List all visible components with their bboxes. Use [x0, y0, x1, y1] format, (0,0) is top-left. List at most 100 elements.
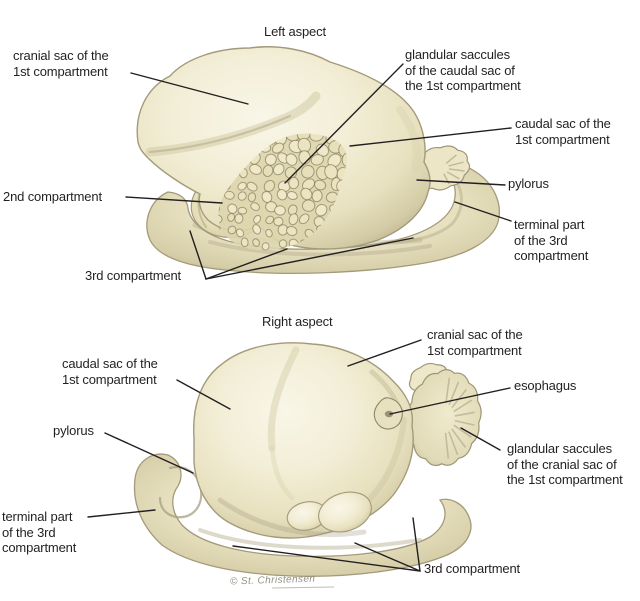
saccule-pebble — [314, 179, 327, 191]
figure-title-left-aspect: Left aspect — [264, 24, 326, 39]
right-aspect-illustration — [133, 342, 482, 577]
leader-line — [104, 432, 194, 474]
rosette-pleat — [454, 411, 475, 417]
label-glandular-saccules-left: glandular saccules of the caudal sac of … — [405, 47, 521, 93]
label-glandular-saccules-right: glandular saccules of the cranial sac of… — [507, 441, 623, 487]
rosette-pleat — [453, 424, 472, 438]
saccule-pebble — [271, 142, 285, 154]
saccule-pebble — [272, 163, 285, 176]
leader-line — [389, 387, 511, 415]
saccule-pebble — [284, 166, 298, 179]
label-third-compartment-right: 3rd compartment — [424, 561, 521, 576]
saccule-pebble — [235, 228, 245, 238]
saccule-pebble — [301, 178, 316, 191]
band-inner-shading-right — [198, 528, 422, 550]
label-pylorus-right: pylorus — [53, 423, 94, 438]
glandular-saccules-rosette — [406, 362, 482, 467]
body-creases-left — [145, 91, 432, 257]
saccule-pebble — [296, 133, 312, 141]
saccule-pebble — [286, 191, 298, 200]
saccule-pebble — [252, 224, 262, 235]
knob-pleat — [448, 168, 465, 172]
saccule-pebble — [253, 214, 262, 224]
saccule-pebble — [249, 163, 262, 175]
saccule-pebble — [227, 203, 238, 214]
saccule-pebble — [288, 176, 300, 190]
saccule-pebble — [250, 202, 260, 212]
rosette-pleat — [453, 399, 473, 413]
saccule-pebble — [285, 153, 298, 166]
saccule-pebble — [309, 133, 325, 142]
saccule-pebble — [234, 213, 244, 224]
saccule-pebble — [274, 205, 286, 216]
label-esophagus: esophagus — [514, 378, 577, 393]
saccule-pebble — [276, 189, 288, 201]
saccule-pebble — [311, 189, 323, 203]
leader-line — [349, 127, 512, 147]
rosette-pleat — [445, 377, 451, 404]
saccule-pebble — [237, 191, 247, 201]
leader-line — [125, 196, 223, 204]
label-terminal-part-left: terminal part of the 3rd compartment — [514, 217, 589, 263]
leader-line — [232, 545, 421, 572]
saccule-pebble — [315, 204, 328, 217]
leader-lines — [87, 63, 512, 572]
saccule-pebble — [298, 213, 310, 225]
saccule-pebble — [237, 181, 247, 191]
leader-line — [416, 179, 506, 186]
knob-pleat — [446, 171, 460, 180]
label-cranial-sac-left: cranial sac of the 1st compartment — [13, 48, 109, 79]
left-aspect-illustration — [136, 46, 500, 274]
leader-line — [354, 542, 421, 572]
saccule-pebble — [265, 215, 275, 225]
saccule-pebble — [301, 165, 315, 179]
saccule-pebble — [301, 199, 316, 212]
figure-title-right-aspect: Right aspect — [262, 314, 333, 329]
label-second-compartment: 2nd compartment — [3, 189, 102, 204]
saccule-pebble — [262, 164, 274, 177]
saccule-pebble — [264, 153, 277, 166]
leader-line — [189, 230, 207, 280]
third-compartment-shape-right — [133, 453, 472, 577]
saccule-pebble — [273, 216, 284, 227]
label-cranial-sac-right: cranial sac of the 1st compartment — [427, 327, 523, 358]
rosette-pleat — [454, 419, 475, 426]
saccule-pebble — [261, 242, 270, 251]
leader-line — [284, 63, 404, 184]
saccule-pebble — [224, 190, 235, 200]
leader-line — [454, 201, 512, 222]
rosette-pleat — [444, 432, 450, 459]
saccule-pebble — [252, 238, 260, 247]
saccule-pebble — [237, 206, 248, 215]
label-terminal-part-right: terminal part of the 3rd compartment — [2, 509, 77, 555]
body-bottom-lobe — [318, 491, 372, 533]
first-compartment-body-right — [193, 342, 414, 539]
label-third-compartment-left: 3rd compartment — [85, 268, 182, 283]
rosette-pleat — [448, 431, 459, 456]
leader-line — [205, 248, 288, 280]
saccule-pebble — [246, 181, 258, 192]
saccule-pebble — [247, 192, 257, 203]
esophagus-shape — [373, 397, 403, 430]
saccule-pebble — [285, 226, 298, 236]
saccule-pebble — [240, 237, 249, 248]
leader-line — [176, 379, 231, 410]
signature-flourish — [271, 586, 335, 589]
saccule-pebble — [218, 214, 223, 224]
label-pylorus-left: pylorus — [508, 176, 549, 191]
saccule-pebble — [278, 239, 288, 249]
leader-line — [205, 237, 414, 280]
saccule-pebble — [263, 179, 276, 193]
label-caudal-sac-left: caudal sac of the 1st compartment — [515, 116, 611, 147]
saccule-pebble — [310, 154, 324, 166]
label-caudal-sac-right: caudal sac of the 1st compartment — [62, 356, 158, 387]
rosette-pleat — [450, 428, 467, 448]
knob-pleat — [448, 161, 464, 167]
leader-line — [87, 509, 156, 518]
leader-line — [130, 72, 249, 105]
leader-line — [460, 427, 501, 451]
saccule-pebble — [227, 225, 237, 235]
leader-line — [347, 339, 422, 367]
saccule-pebble — [227, 212, 236, 222]
